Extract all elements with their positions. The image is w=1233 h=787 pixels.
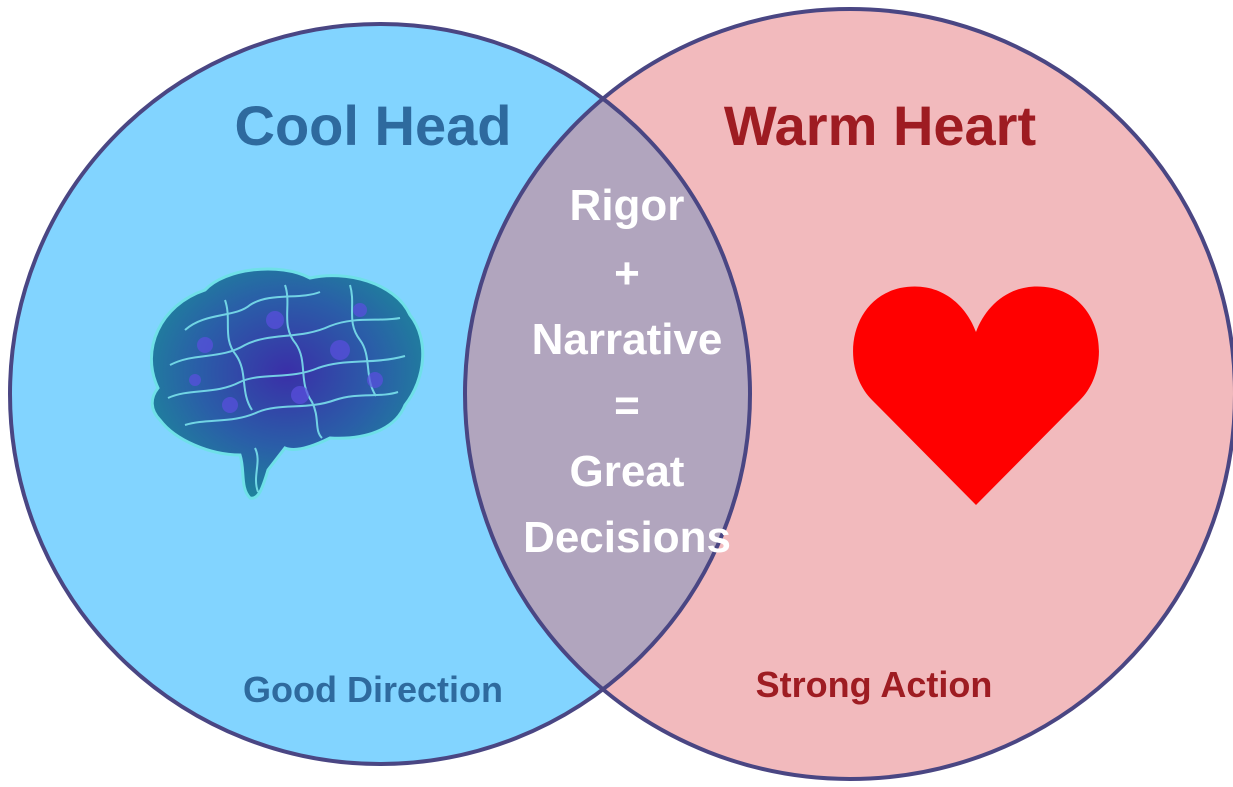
warm-heart-outline — [463, 7, 1233, 781]
intersection-line: Great — [570, 447, 685, 496]
intersection-line: = — [614, 381, 640, 430]
cool-head-outline — [8, 22, 752, 766]
brain-icon — [149, 267, 425, 500]
heart-icon — [853, 286, 1099, 505]
intersection-line: Narrative — [532, 315, 723, 364]
intersection-lens — [465, 24, 750, 764]
intersection-line: Rigor — [570, 181, 685, 230]
good-direction-caption: Good Direction — [243, 669, 503, 710]
strong-action-caption: Strong Action — [756, 664, 993, 705]
cool-head-title: Cool Head — [235, 94, 512, 157]
intersection-line: Decisions — [523, 513, 731, 562]
intersection-line: + — [614, 249, 640, 298]
intersection-text: Rigor + Narrative = Great Decisions — [523, 181, 731, 562]
warm-heart-title: Warm Heart — [724, 94, 1036, 157]
